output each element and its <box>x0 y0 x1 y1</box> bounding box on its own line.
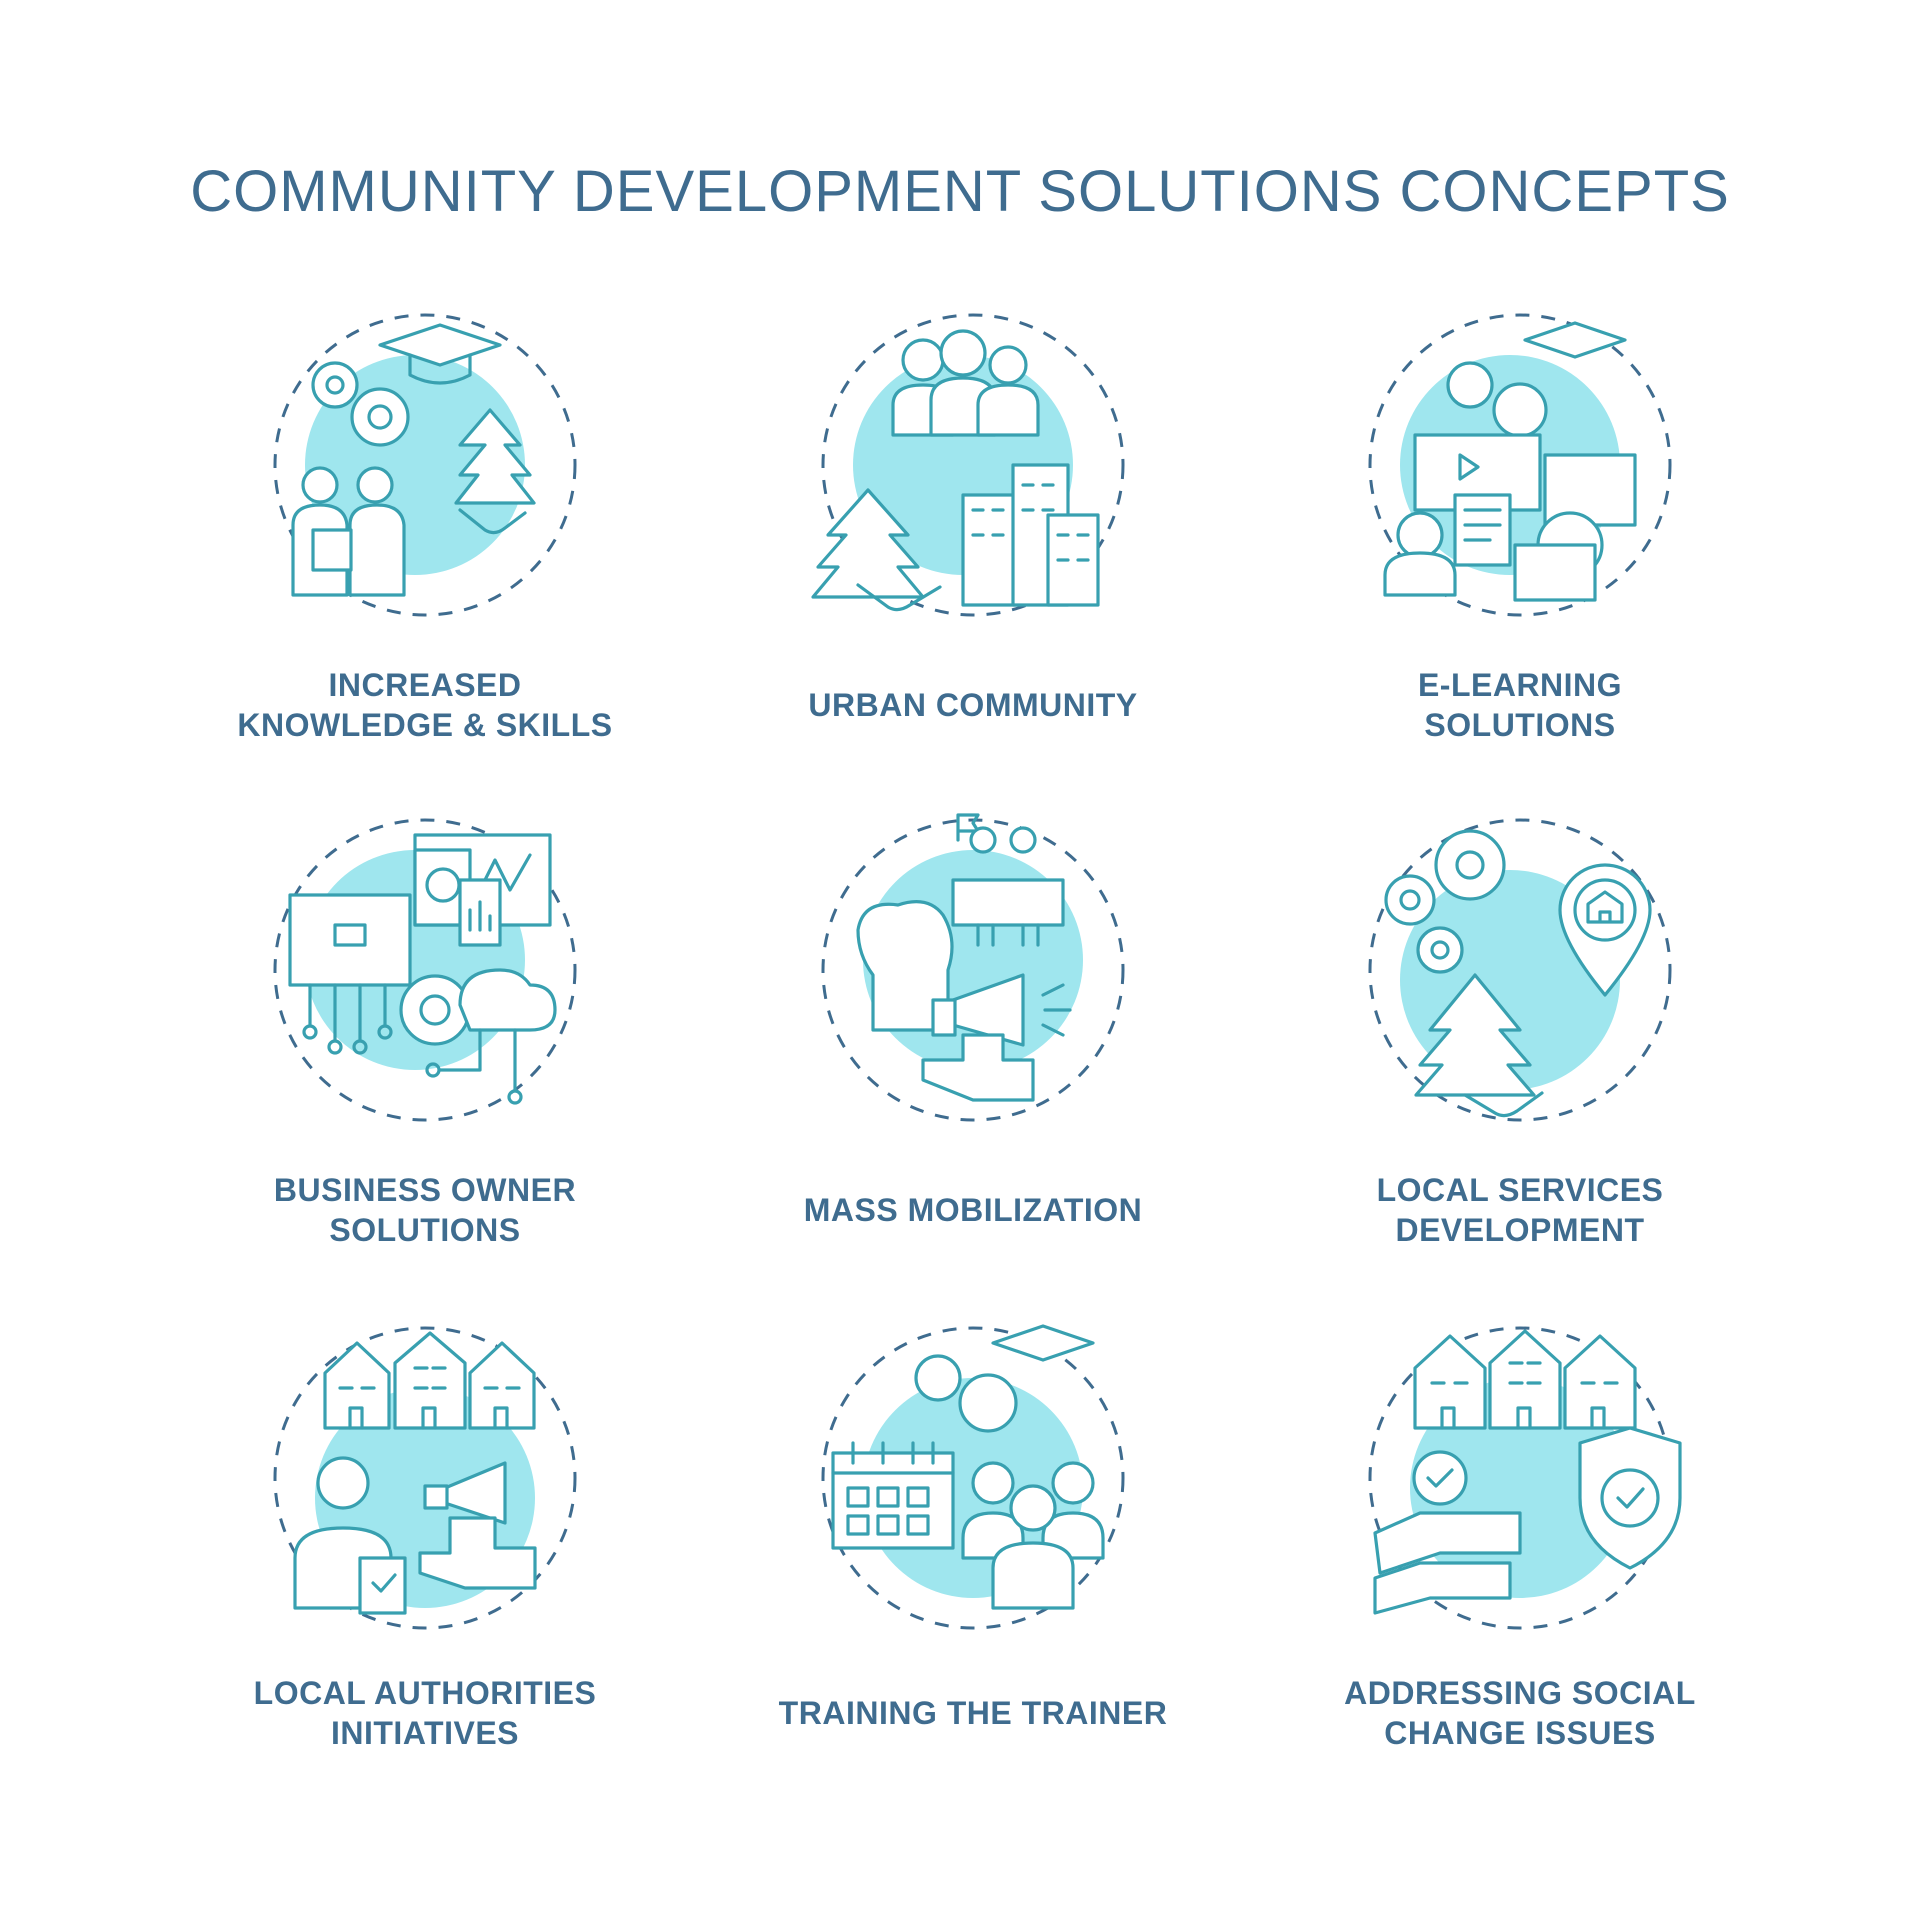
houses-official-megaphone-icon <box>265 1318 585 1638</box>
concept-label: ADDRESSING SOCIAL CHANGE ISSUES <box>1344 1675 1696 1751</box>
gears-cap-people-handshake-icon <box>265 305 585 625</box>
concept-label: E-LEARNING SOLUTIONS <box>1417 667 1623 743</box>
fist-megaphone-banner-icon <box>813 810 1133 1130</box>
video-laptop-student-icon <box>1360 305 1680 625</box>
concept-label: TRAINING THE TRAINER <box>778 1695 1168 1731</box>
concept-label: MASS MOBILIZATION <box>803 1192 1143 1228</box>
people-buildings-handshake-icon <box>811 305 1133 625</box>
concept-label: LOCAL AUTHORITIES INITIATIVES <box>253 1675 597 1751</box>
concept-card-local-services: LOCAL SERVICES DEVELOPMENT <box>1200 810 1840 1310</box>
gears-location-handshake-icon <box>1360 810 1680 1130</box>
concept-card-increased-knowledge: INCREASED KNOWLEDGE & SKILLS <box>105 305 745 805</box>
concept-label: BUSINESS OWNER SOLUTIONS <box>273 1172 577 1248</box>
concept-card-training-trainer: TRAINING THE TRAINER <box>653 1318 1293 1818</box>
concept-card-business-owner: BUSINESS OWNER SOLUTIONS <box>105 810 745 1310</box>
concept-label: URBAN COMMUNITY <box>808 687 1138 723</box>
concept-card-social-change: ADDRESSING SOCIAL CHANGE ISSUES <box>1200 1318 1840 1818</box>
concept-card-e-learning: E-LEARNING SOLUTIONS <box>1200 305 1840 805</box>
briefcase-devices-cloud-icon <box>265 810 585 1130</box>
concept-label: INCREASED KNOWLEDGE & SKILLS <box>237 667 613 743</box>
concept-card-urban-community: URBAN COMMUNITY <box>653 305 1293 805</box>
concept-label: LOCAL SERVICES DEVELOPMENT <box>1376 1172 1664 1248</box>
concept-card-local-authorities: LOCAL AUTHORITIES INITIATIVES <box>105 1318 745 1818</box>
houses-hands-shield-icon <box>1360 1318 1682 1638</box>
calendar-cap-group-icon <box>813 1318 1133 1638</box>
page-title: COMMUNITY DEVELOPMENT SOLUTIONS CONCEPTS <box>190 159 1730 224</box>
concept-card-mass-mobilization: MASS MOBILIZATION <box>653 810 1293 1310</box>
